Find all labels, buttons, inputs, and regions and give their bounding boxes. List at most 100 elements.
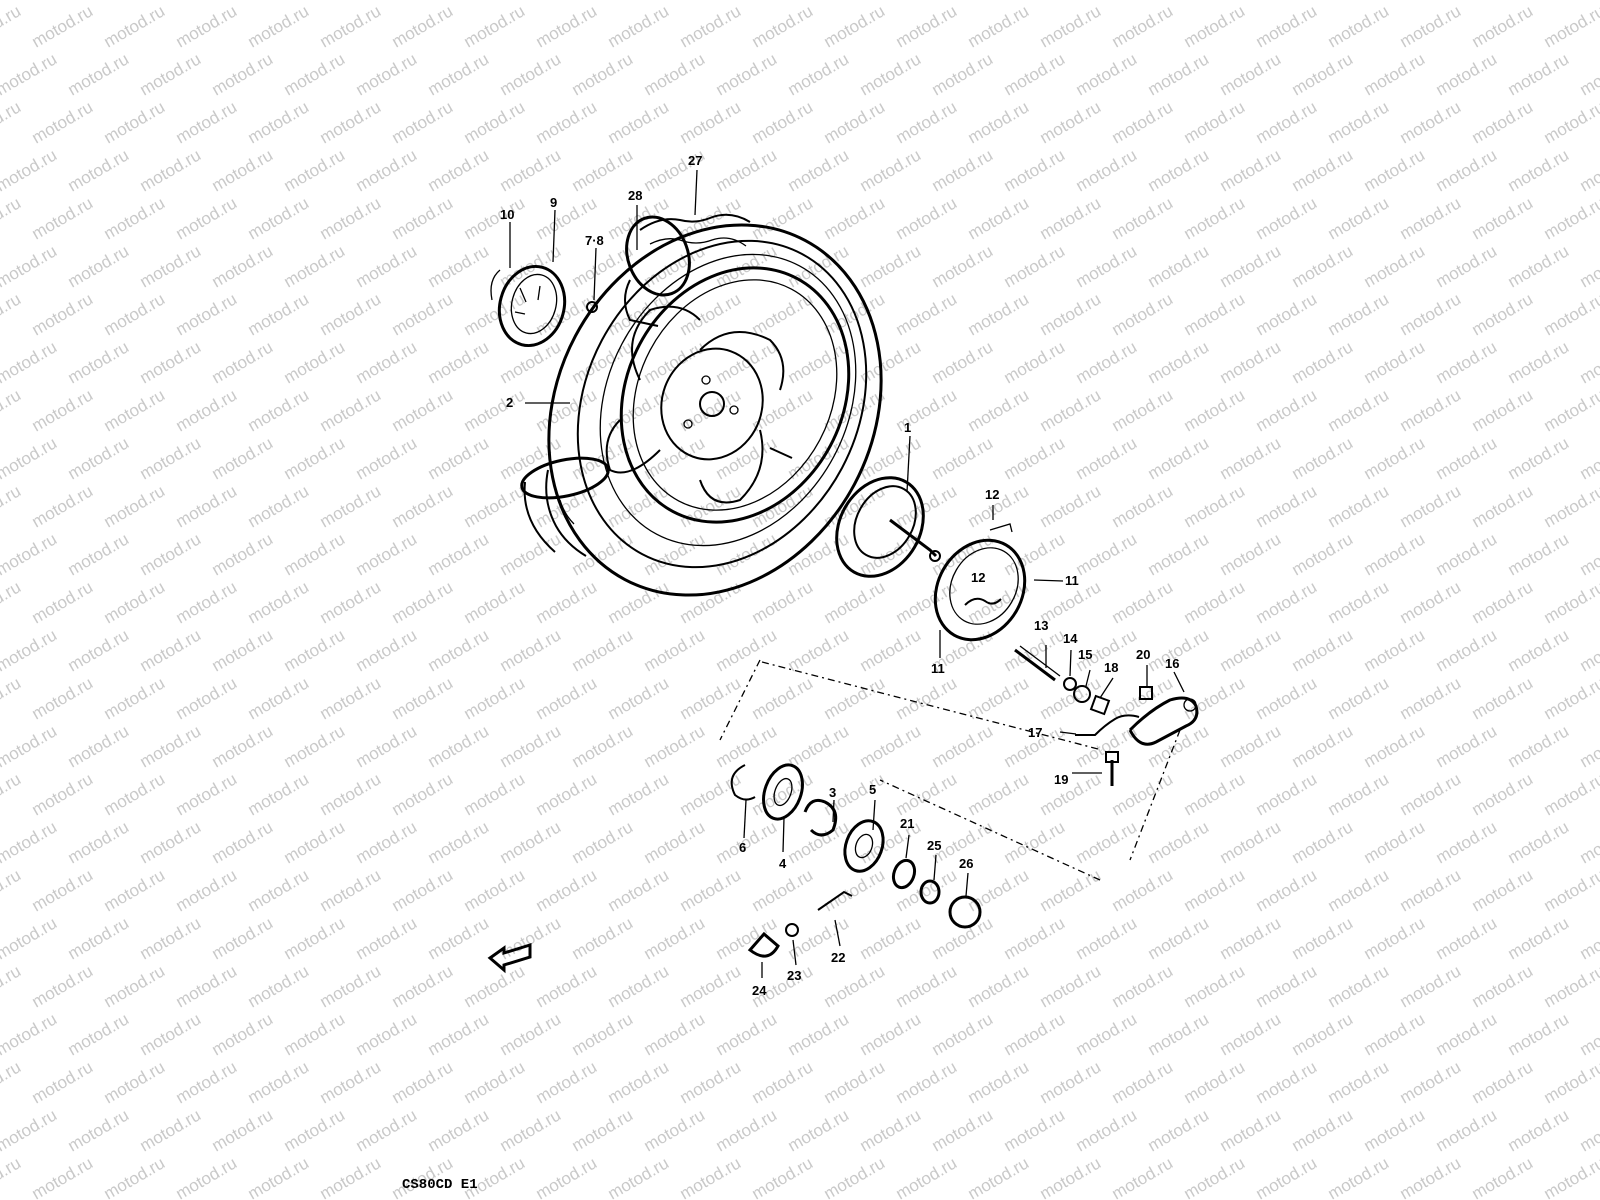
- watermark-text: motod.ru: [1253, 1153, 1321, 1200]
- watermark-text: motod.ru: [1361, 625, 1429, 675]
- watermark-text: motod.ru: [137, 625, 205, 675]
- part-9-flange: [497, 264, 567, 348]
- watermark-text: motod.ru: [1361, 817, 1429, 867]
- watermark-text: motod.ru: [245, 577, 313, 627]
- watermark-text: motod.ru: [677, 673, 745, 723]
- watermark-text: motod.ru: [1433, 337, 1501, 387]
- watermark-text: motod.ru: [29, 385, 97, 435]
- watermark-text: motod.ru: [173, 769, 241, 819]
- watermark-text: motod.ru: [173, 1, 241, 51]
- watermark-text: motod.ru: [965, 1153, 1033, 1200]
- callout-14: 14: [1063, 631, 1078, 646]
- watermark-text: motod.ru: [1577, 1009, 1600, 1059]
- watermark-text: motod.ru: [353, 145, 421, 195]
- callout-25: 25: [927, 838, 941, 853]
- watermark-text: motod.ru: [137, 1105, 205, 1155]
- watermark-text: motod.ru: [677, 961, 745, 1011]
- callout-2: 2: [506, 395, 513, 410]
- watermark-text: motod.ru: [533, 577, 601, 627]
- watermark-text: motod.ru: [425, 1105, 493, 1155]
- watermark-text: motod.ru: [1037, 1, 1105, 51]
- watermark-text: motod.ru: [29, 769, 97, 819]
- watermark-text: motod.ru: [569, 1105, 637, 1155]
- watermark-text: motod.ru: [353, 337, 421, 387]
- watermark-text: motod.ru: [1289, 529, 1357, 579]
- watermark-text: motod.ru: [893, 385, 961, 435]
- watermark-text: motod.ru: [1037, 385, 1105, 435]
- watermark-text: motod.ru: [1325, 673, 1393, 723]
- watermark-text: motod.ru: [1217, 625, 1285, 675]
- watermark-text: motod.ru: [29, 1, 97, 51]
- watermark-text: motod.ru: [1505, 241, 1573, 291]
- callout-6: 6: [739, 840, 746, 855]
- watermark-text: motod.ru: [749, 1153, 817, 1200]
- watermark-text: motod.ru: [677, 481, 745, 531]
- watermark-text: motod.ru: [1397, 673, 1465, 723]
- callout-12-top: 12: [985, 487, 999, 502]
- watermark-text: motod.ru: [569, 913, 637, 963]
- watermark-text: motod.ru: [461, 577, 529, 627]
- watermark-text: motod.ru: [461, 385, 529, 435]
- watermark-text: motod.ru: [29, 289, 97, 339]
- watermark-text: motod.ru: [1577, 241, 1600, 291]
- watermark-text: motod.ru: [1109, 1, 1177, 51]
- watermark-text: motod.ru: [785, 0, 853, 3]
- watermark-text: motod.ru: [1577, 625, 1600, 675]
- watermark-text: motod.ru: [65, 817, 133, 867]
- watermark-text: motod.ru: [389, 673, 457, 723]
- callout-10: 10: [500, 207, 514, 222]
- watermark-text: motod.ru: [1145, 817, 1213, 867]
- watermark-text: motod.ru: [1253, 481, 1321, 531]
- watermark-text: motod.ru: [245, 1153, 313, 1200]
- watermark-text: motod.ru: [1073, 1105, 1141, 1155]
- watermark-text: motod.ru: [353, 625, 421, 675]
- watermark-text: motod.ru: [389, 289, 457, 339]
- watermark-text: motod.ru: [1433, 817, 1501, 867]
- watermark-text: motod.ru: [1361, 49, 1429, 99]
- watermark-text: motod.ru: [677, 1057, 745, 1107]
- watermark-text: motod.ru: [1181, 961, 1249, 1011]
- watermark-text: motod.ru: [749, 289, 817, 339]
- watermark-text: motod.ru: [65, 337, 133, 387]
- watermark-text: motod.ru: [425, 0, 493, 3]
- watermark-text: motod.ru: [605, 1057, 673, 1107]
- watermark-text: motod.ru: [1037, 769, 1105, 819]
- watermark-text: motod.ru: [1505, 721, 1573, 771]
- watermark-text: motod.ru: [245, 385, 313, 435]
- watermark-text: motod.ru: [893, 961, 961, 1011]
- watermark-text: motod.ru: [209, 1105, 277, 1155]
- callout-12-inner: 12: [971, 570, 985, 585]
- watermark-text: motod.ru: [209, 625, 277, 675]
- callout-1: 1: [904, 420, 911, 435]
- watermark-text: motod.ru: [1109, 97, 1177, 147]
- group-bracket: [719, 659, 1181, 881]
- watermark-text: motod.ru: [0, 97, 24, 147]
- watermark-text: motod.ru: [137, 913, 205, 963]
- watermark-text: motod.ru: [101, 577, 169, 627]
- watermark-text: motod.ru: [29, 1153, 97, 1200]
- watermark-text: motod.ru: [497, 145, 565, 195]
- watermark-text: motod.ru: [929, 913, 997, 963]
- watermark-text: motod.ru: [317, 1057, 385, 1107]
- watermark-text: motod.ru: [677, 1, 745, 51]
- watermark-text: motod.ru: [1505, 625, 1573, 675]
- watermark-text: motod.ru: [785, 337, 853, 387]
- watermark-text: motod.ru: [857, 0, 925, 3]
- watermark-text: motod.ru: [893, 1153, 961, 1200]
- watermark-text: motod.ru: [749, 385, 817, 435]
- watermark-text: motod.ru: [1469, 97, 1537, 147]
- watermark-text: motod.ru: [929, 241, 997, 291]
- watermark-text: motod.ru: [65, 1105, 133, 1155]
- watermark-text: motod.ru: [353, 0, 421, 3]
- watermark-text: motod.ru: [209, 1009, 277, 1059]
- watermark-text: motod.ru: [821, 1, 889, 51]
- watermark-text: motod.ru: [101, 961, 169, 1011]
- watermark-text: motod.ru: [1325, 865, 1393, 915]
- watermark-text: motod.ru: [101, 97, 169, 147]
- watermark-text: motod.ru: [209, 817, 277, 867]
- watermark-text: motod.ru: [1253, 1, 1321, 51]
- part-7-8-valve: [586, 301, 598, 313]
- watermark-text: motod.ru: [1289, 337, 1357, 387]
- watermark-text: motod.ru: [1217, 721, 1285, 771]
